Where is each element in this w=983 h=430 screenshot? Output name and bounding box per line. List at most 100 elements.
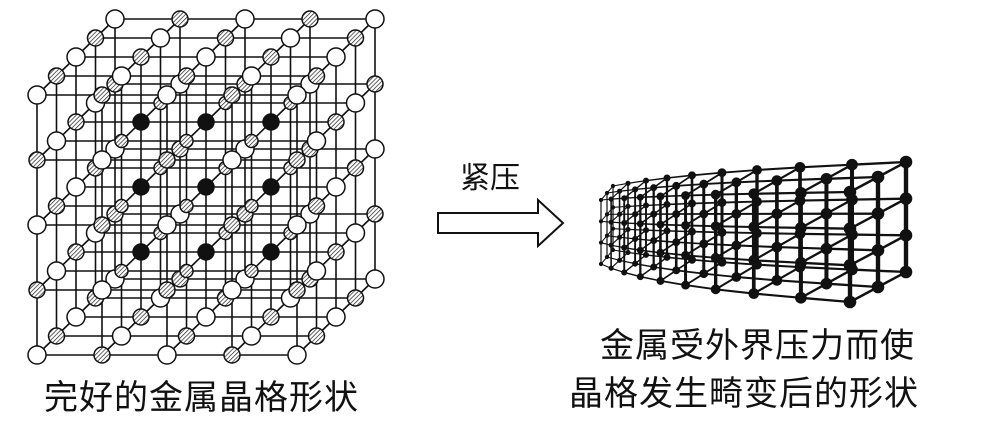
atom-deformed [732, 178, 741, 187]
atom-black [133, 114, 149, 130]
atom-hatched [179, 328, 195, 344]
atom-white [93, 151, 111, 169]
atom-deformed [611, 184, 614, 187]
atom-hatched [29, 282, 45, 298]
atom-deformed [637, 274, 643, 280]
atom-deformed [622, 196, 627, 201]
atom-white [327, 178, 345, 196]
atom-black [263, 179, 279, 195]
atom-deformed [900, 230, 912, 242]
atom-deformed [643, 252, 648, 257]
atom-hatched [302, 11, 318, 27]
atom-white [282, 29, 300, 47]
compress-arrow-icon [438, 200, 563, 246]
atom-deformed [718, 199, 726, 207]
atom-deformed [772, 275, 782, 285]
atom-hatched [94, 347, 110, 363]
atom-white [67, 48, 85, 66]
atom-deformed [872, 245, 884, 257]
atom-deformed [673, 182, 680, 189]
atom-white [28, 216, 46, 234]
atom-deformed [732, 273, 741, 282]
atom-hatched [263, 49, 279, 65]
deformed-lattice [599, 156, 911, 308]
atom-deformed [821, 173, 832, 184]
atom-hatched [224, 347, 240, 363]
atom-hatched [159, 282, 175, 298]
atom-deformed [711, 190, 720, 199]
atom-deformed [795, 162, 805, 172]
atom-hatched [224, 217, 240, 233]
atom-hatched [133, 49, 149, 65]
atom-deformed [753, 197, 762, 206]
atom-white [288, 86, 306, 104]
atom-white [28, 346, 46, 364]
atom-deformed [872, 208, 884, 220]
atom-white [106, 10, 124, 28]
atom-deformed [664, 175, 670, 181]
atom-deformed [617, 235, 621, 239]
atom-hatched [348, 290, 364, 306]
atom-deformed [682, 221, 690, 229]
atom-hatched [218, 30, 234, 46]
atom-deformed [682, 192, 690, 200]
atom-hatched [224, 87, 240, 103]
atom-deformed [689, 228, 696, 235]
atom-deformed [847, 229, 858, 240]
atom-white [197, 308, 215, 326]
atom-deformed [599, 220, 602, 223]
atom-hatched [328, 244, 344, 260]
atom-deformed [821, 208, 832, 219]
atom-hatched [289, 282, 305, 298]
atom-hatched [49, 198, 65, 214]
atom-white [48, 132, 66, 150]
atom-hatched [245, 200, 258, 213]
atom-deformed [689, 200, 696, 207]
atom-hatched [180, 200, 193, 213]
atom-hatched [263, 309, 279, 325]
atom-white [223, 281, 241, 299]
atom-white [243, 67, 261, 85]
atom-deformed [637, 221, 643, 227]
atom-white [243, 327, 261, 345]
atom-deformed [599, 262, 602, 265]
atom-white [288, 346, 306, 364]
atom-white [366, 270, 384, 288]
atom-black [198, 114, 214, 130]
atom-hatched [115, 265, 128, 278]
atom-hatched [245, 265, 258, 278]
atom-hatched [309, 68, 325, 84]
arrow-label: 紧压 [460, 153, 520, 197]
atom-deformed [795, 196, 805, 206]
atom-deformed [605, 255, 608, 258]
atom-deformed [657, 277, 664, 284]
atom-deformed [844, 296, 856, 308]
atom-deformed [700, 180, 708, 188]
atom-white [158, 346, 176, 364]
atom-deformed [637, 194, 643, 200]
atom-deformed [682, 251, 690, 259]
atom-deformed [796, 292, 807, 303]
atom-deformed [847, 264, 858, 275]
atom-white [152, 29, 170, 47]
atom-deformed [617, 212, 621, 216]
atom-deformed [626, 227, 630, 231]
atom-hatched [309, 328, 325, 344]
atom-deformed [651, 238, 657, 244]
atom-deformed [657, 193, 664, 200]
atom-hatched [115, 200, 128, 213]
atom-black [198, 244, 214, 260]
perfect-lattice-caption: 完好的金属晶格形状 [44, 370, 359, 419]
atom-deformed [689, 172, 696, 179]
atom-deformed [609, 197, 613, 201]
atom-hatched [367, 76, 383, 92]
atom-deformed [847, 159, 858, 170]
atom-deformed [651, 185, 657, 191]
atom-deformed [611, 227, 614, 230]
atom-deformed [900, 156, 912, 168]
atom-white [366, 10, 384, 28]
atom-white [67, 308, 85, 326]
atom-deformed [605, 213, 608, 216]
atom-deformed [599, 241, 602, 244]
